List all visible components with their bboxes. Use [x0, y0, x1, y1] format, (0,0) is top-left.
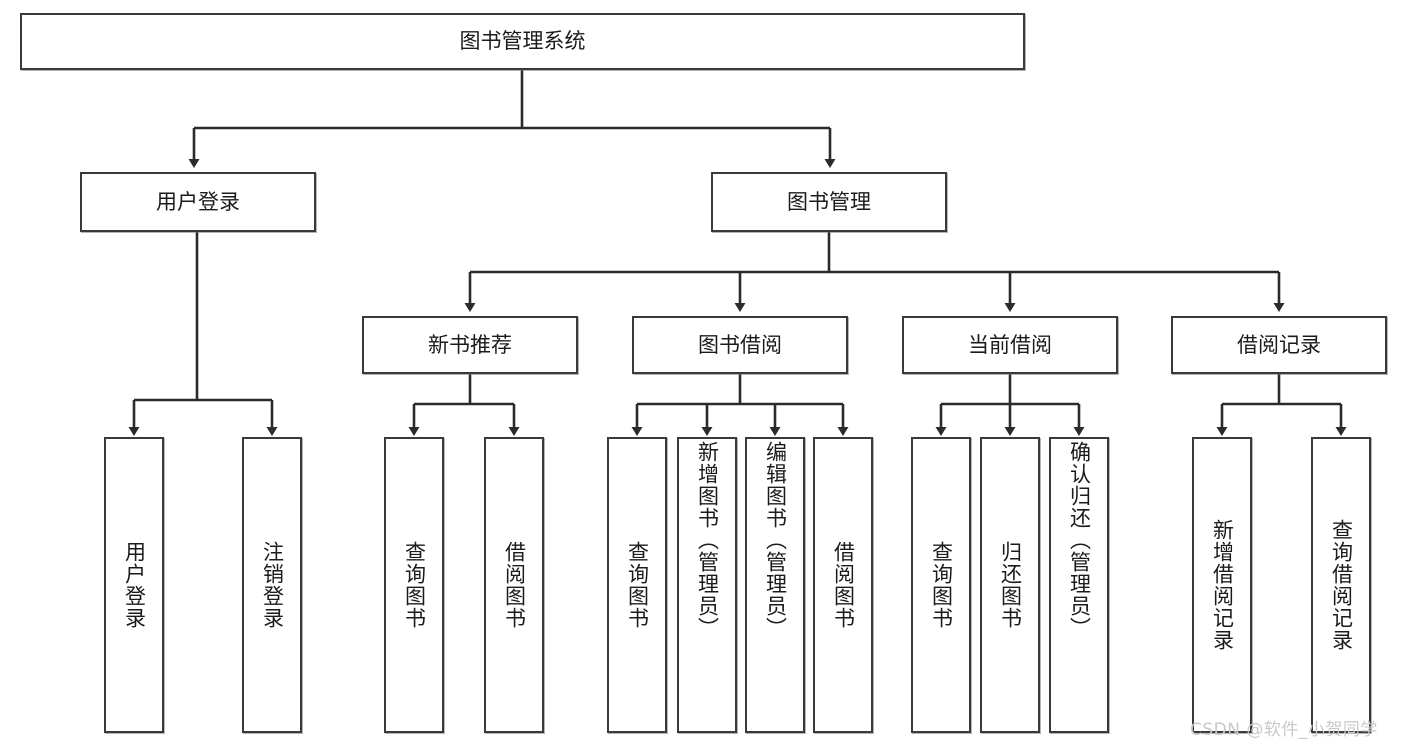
node-label: 用户登录 [122, 541, 147, 629]
node-current-borrow[interactable]: 当前借阅 [902, 316, 1118, 374]
leaf-borrow-add-book[interactable]: 新增图书（管理员） [677, 437, 737, 733]
node-label: 查询借阅记录 [1329, 519, 1354, 651]
leaf-user-login-logout[interactable]: 注销登录 [242, 437, 302, 733]
node-root[interactable]: 图书管理系统 [20, 13, 1025, 70]
node-label: 查询图书 [402, 541, 427, 629]
node-label: 当前借阅 [968, 332, 1052, 357]
csdn-watermark: CSDN @软件_小贺同学 [1190, 720, 1378, 740]
leaf-current-return-book[interactable]: 归还图书 [980, 437, 1040, 733]
node-label: 图书管理 [787, 189, 871, 214]
node-label: 新增借阅记录 [1210, 519, 1235, 651]
node-label: 图书借阅 [698, 332, 782, 357]
node-label: 新增图书（管理员） [695, 441, 720, 639]
node-new-book-recommend[interactable]: 新书推荐 [362, 316, 578, 374]
node-user-login[interactable]: 用户登录 [80, 172, 316, 232]
node-book-borrow[interactable]: 图书借阅 [632, 316, 848, 374]
node-borrow-record[interactable]: 借阅记录 [1171, 316, 1387, 374]
leaf-record-add-record[interactable]: 新增借阅记录 [1192, 437, 1252, 733]
node-label: 借阅记录 [1237, 332, 1321, 357]
node-label: 图书管理系统 [459, 29, 586, 54]
node-label: 查询图书 [625, 541, 650, 629]
leaf-record-query-record[interactable]: 查询借阅记录 [1311, 437, 1371, 733]
node-book-management[interactable]: 图书管理 [711, 172, 947, 232]
leaf-current-confirm-return[interactable]: 确认归还（管理员） [1049, 437, 1109, 733]
node-label: 归还图书 [998, 541, 1023, 629]
leaf-current-query-book[interactable]: 查询图书 [911, 437, 971, 733]
node-label: 注销登录 [260, 541, 285, 629]
leaf-borrow-borrow-book[interactable]: 借阅图书 [813, 437, 873, 733]
node-label: 编辑图书（管理员） [763, 441, 788, 639]
node-label: 新书推荐 [428, 332, 512, 357]
node-label: 用户登录 [156, 189, 240, 214]
leaf-user-login-login[interactable]: 用户登录 [104, 437, 164, 733]
node-label: 借阅图书 [502, 541, 527, 629]
node-label: 查询图书 [929, 541, 954, 629]
leaf-borrow-query-book[interactable]: 查询图书 [607, 437, 667, 733]
leaf-recommend-query-book[interactable]: 查询图书 [384, 437, 444, 733]
node-label: 确认归还（管理员） [1067, 441, 1092, 639]
leaf-borrow-edit-book[interactable]: 编辑图书（管理员） [745, 437, 805, 733]
node-label: 借阅图书 [831, 541, 856, 629]
leaf-recommend-borrow-book[interactable]: 借阅图书 [484, 437, 544, 733]
